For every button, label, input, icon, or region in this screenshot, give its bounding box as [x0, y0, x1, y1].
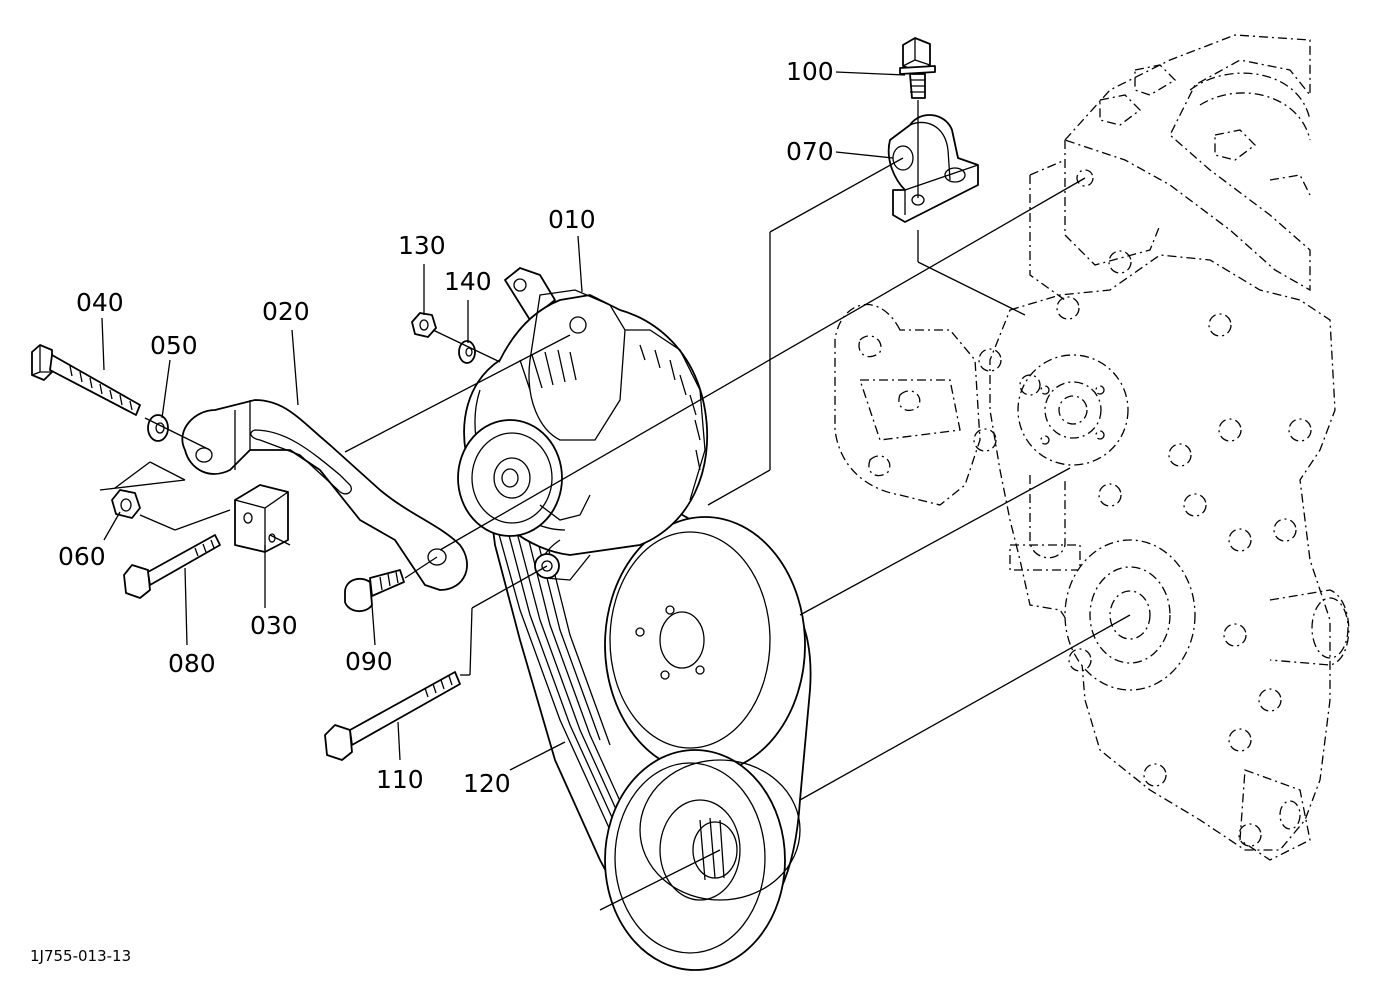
callout-060: 060	[58, 542, 106, 571]
callout-090: 090	[345, 647, 393, 676]
callout-010: 010	[548, 205, 596, 234]
washer-140	[458, 340, 476, 364]
fan-pulley	[604, 516, 806, 774]
callout-100: 100	[786, 57, 834, 86]
bolt-040	[31, 344, 141, 416]
callout-080: 080	[168, 649, 216, 678]
leader-lines	[101, 71, 906, 771]
bolt-090	[344, 569, 405, 612]
alternator-stay-070	[887, 114, 979, 223]
callout-030: 030	[250, 611, 298, 640]
adjust-bracket-020	[181, 399, 468, 591]
callout-labels: 010 020 030 040 050 060 070 080 090 100 …	[58, 57, 834, 798]
callout-120: 120	[463, 769, 511, 798]
callout-070: 070	[786, 137, 834, 166]
callout-050: 050	[150, 331, 198, 360]
callout-130: 130	[398, 231, 446, 260]
nut-060	[111, 489, 141, 519]
crank-pulley	[604, 749, 801, 971]
callout-020: 020	[262, 297, 310, 326]
drawing-code: 1J755-013-13	[30, 947, 131, 965]
callout-110: 110	[376, 765, 424, 794]
callout-040: 040	[76, 288, 124, 317]
spacer-block-030	[234, 484, 289, 553]
nut-130	[411, 312, 437, 338]
bolt-080	[123, 534, 221, 599]
assembly-centerlines	[99, 100, 1131, 911]
callout-140: 140	[444, 267, 492, 296]
alternator-010	[457, 267, 709, 581]
bolt-110	[324, 671, 461, 761]
bolt-100	[899, 37, 936, 99]
